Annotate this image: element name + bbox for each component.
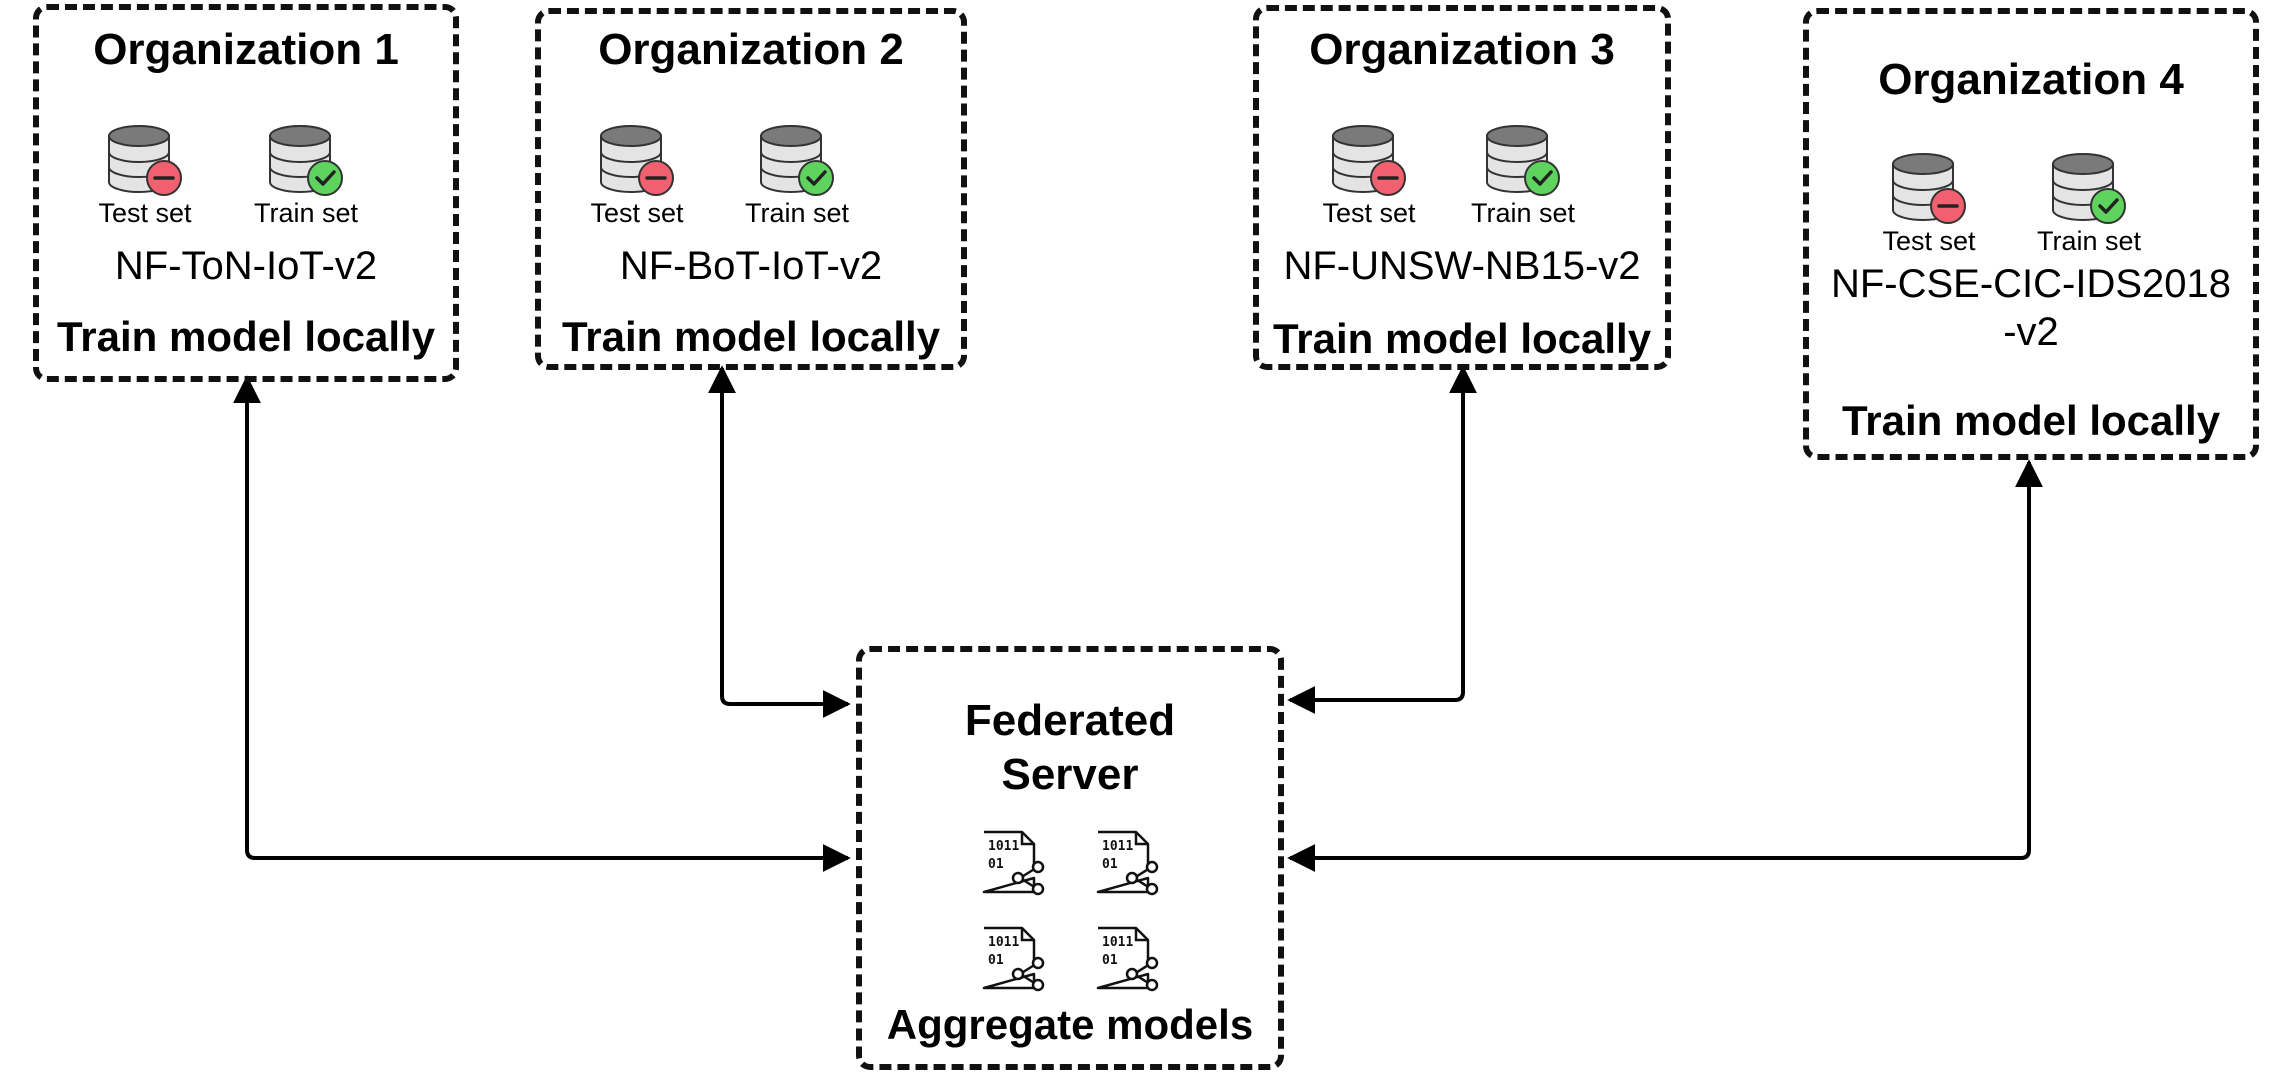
train-model-label: Train model locally [1841,397,2221,444]
train-model-label: Train model locally [56,313,436,360]
model-file-icon: 1011 01 [1094,830,1160,896]
dataset-name: NF-BoT-IoT-v2 [619,244,883,288]
organization-4-box: Organization 4 Test set Train set NF-CSE… [1803,8,2259,460]
train-set-label: Train set [744,198,850,228]
dataset-name: NF-ToN-IoT-v2 [114,244,378,288]
arrow-org3-server [1287,365,1477,714]
train-set-label: Train set [253,198,359,228]
database-minus-icon [1329,122,1409,200]
svg-text:1011: 1011 [988,935,1019,950]
svg-text:01: 01 [988,857,1004,872]
train-set-label: Train set [1470,198,1576,228]
test-set-label: Test set [1322,198,1416,228]
svg-text:01: 01 [1102,857,1118,872]
arrow-org2-server [708,365,851,718]
train-model-label: Train model locally [561,313,941,360]
organization-3-box: Organization 3 Test set Train set NF-UNS… [1253,5,1671,370]
arrow-org1-server [233,375,851,872]
organization-2-box: Organization 2 Test set Train set NF-BoT… [535,8,967,370]
train-model-label: Train model locally [1272,315,1652,362]
database-check-icon [1483,122,1563,200]
database-minus-icon [1889,150,1969,228]
organization-title: Organization 4 [1878,55,2184,104]
svg-text:01: 01 [1102,953,1118,968]
organization-title: Organization 2 [598,25,904,74]
dataset-name: NF-UNSW-NB15-v2 [1283,244,1641,288]
test-set-label: Test set [1882,226,1976,256]
arrow-org4-server [1287,459,2043,872]
model-file-icon: 1011 01 [1094,926,1160,992]
aggregate-models-label: Aggregate models [886,1001,1254,1048]
train-set-label: Train set [2036,226,2142,256]
svg-text:1011: 1011 [988,839,1019,854]
organization-title: Organization 1 [93,25,399,74]
svg-text:1011: 1011 [1102,839,1133,854]
svg-text:1011: 1011 [1102,935,1133,950]
test-set-label: Test set [590,198,684,228]
svg-text:01: 01 [988,953,1004,968]
database-check-icon [266,122,346,200]
model-file-icon: 1011 01 [980,926,1046,992]
database-check-icon [2049,150,2129,228]
database-check-icon [757,122,837,200]
organization-title: Organization 3 [1309,25,1615,74]
database-minus-icon [105,122,185,200]
database-minus-icon [597,122,677,200]
organization-1-box: Organization 1 Test set Train set NF-ToN… [33,4,459,382]
test-set-label: Test set [98,198,192,228]
model-file-icon: 1011 01 [980,830,1046,896]
dataset-name: NF-CSE-CIC-IDS2018-v2 [1830,262,2232,354]
